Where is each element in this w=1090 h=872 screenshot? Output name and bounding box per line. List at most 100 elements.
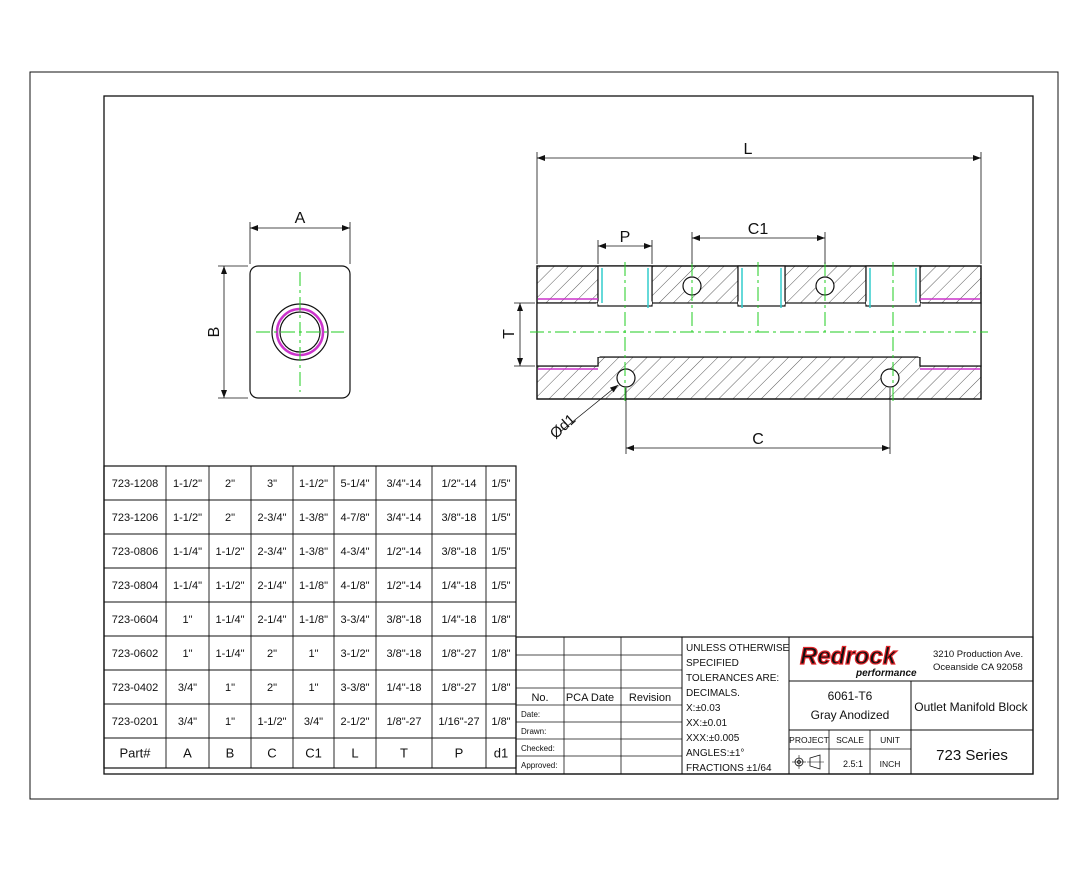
parts-table-cell: 2-1/4" — [258, 580, 287, 592]
dimension-b-label: B — [206, 327, 223, 338]
left-port-bore — [536, 302, 599, 367]
parts-table-cell: 1/8"-27 — [441, 682, 476, 694]
parts-table-cell: 3/4" — [178, 682, 197, 694]
drawing-title: Outlet Manifold Block — [914, 700, 1028, 714]
unit-label: UNIT — [880, 735, 900, 745]
parts-table-cell: 1/5" — [491, 546, 510, 558]
parts-table-cell: 2-3/4" — [258, 546, 287, 558]
parts-table-cell: 723-0402 — [112, 682, 159, 694]
parts-table-cell: 3-1/2" — [341, 648, 370, 660]
parts-table-cell: 1-1/4" — [216, 614, 245, 626]
parts-table-cell: 1-1/2" — [299, 478, 328, 490]
parts-table-header: C1 — [305, 746, 322, 761]
parts-table-cell: 1-1/8" — [299, 614, 328, 626]
signoff-checked: Checked: — [521, 744, 555, 753]
parts-table-cell: 3/8"-18 — [441, 512, 476, 524]
parts-table-cell: 2-3/4" — [258, 512, 287, 524]
revision-block: No. PCA Date Revision Date: Drawn: Check… — [516, 637, 683, 774]
projection-symbol-icon — [792, 754, 824, 770]
parts-table-cell: 1/4"-18 — [386, 682, 421, 694]
parts-table-cell: 3/8"-18 — [386, 614, 421, 626]
dimension-a-label: A — [295, 210, 306, 227]
parts-table-cell: 3/8"-18 — [441, 546, 476, 558]
parts-table-cell: 1/8" — [491, 648, 510, 660]
parts-table-cell: 1/2"-14 — [441, 478, 476, 490]
material-line-2: Gray Anodized — [811, 708, 890, 722]
parts-table-cell: 1/5" — [491, 512, 510, 524]
parts-table-cell: 1-1/2" — [216, 546, 245, 558]
parts-table-cell: 1" — [308, 682, 318, 694]
parts-table-cell: 2" — [225, 478, 235, 490]
parts-table-cell: 3/4" — [178, 716, 197, 728]
tolerance-line-2: SPECIFIED — [686, 658, 739, 669]
signoff-drawn: Drawn: — [521, 727, 546, 736]
parts-table-cell: 723-0806 — [112, 546, 159, 558]
signoff-approved: Approved: — [521, 761, 557, 770]
parts-table-header: L — [351, 746, 358, 761]
parts-table-cell: 1/8"-27 — [386, 716, 421, 728]
parts-table-cell: 1-1/4" — [216, 648, 245, 660]
dimension-l-label: L — [744, 141, 753, 158]
parts-table-header: P — [455, 746, 464, 761]
tolerance-line-8: ANGLES:±1° — [686, 748, 744, 759]
parts-table-cell: 1-3/8" — [299, 546, 328, 558]
parts-table-cell: 1/5" — [491, 478, 510, 490]
section-view: L P C1 T C Ød1 — [501, 141, 988, 454]
parts-table-cell: 1/16"-27 — [438, 716, 479, 728]
project-label: PROJECT — [789, 735, 829, 745]
parts-table-cell: 4-7/8" — [341, 512, 370, 524]
parts-table-cell: 3/8"-18 — [386, 648, 421, 660]
revision-header-no: No. — [531, 692, 548, 704]
tolerance-line-3: TOLERANCES ARE: — [686, 673, 779, 684]
parts-table-cell: 1/8"-27 — [441, 648, 476, 660]
tolerance-line-4: DECIMALS. — [686, 688, 740, 699]
parts-table-header: Part# — [119, 746, 151, 761]
parts-table-cell: 3-3/4" — [341, 614, 370, 626]
title-block: No. PCA Date Revision Date: Drawn: Check… — [515, 636, 1034, 775]
parts-table-cell: 1-1/4" — [173, 546, 202, 558]
parts-table-header: T — [400, 746, 408, 761]
scale-label: SCALE — [836, 735, 864, 745]
parts-table-cell: 1-1/4" — [173, 580, 202, 592]
address-line-1: 3210 Production Ave. — [933, 649, 1023, 660]
parts-table-cell: 2" — [267, 682, 277, 694]
parts-table-cell: 723-0201 — [112, 716, 159, 728]
material-line-1: 6061-T6 — [828, 689, 873, 703]
address-line-2: Oceanside CA 92058 — [933, 662, 1023, 673]
cross-hole-bottom-2 — [880, 368, 900, 388]
outlet-port-2 — [737, 265, 786, 307]
end-view: A B — [206, 210, 351, 399]
parts-table-cell: 4-3/4" — [341, 546, 370, 558]
parts-table-cell: 1/2"-14 — [386, 546, 421, 558]
series-label: 723 Series — [936, 747, 1008, 764]
signoff-date: Date: — [521, 710, 540, 719]
parts-table-cell: 723-0604 — [112, 614, 159, 626]
parts-table-cell: 3-3/8" — [341, 682, 370, 694]
parts-table-header: A — [183, 746, 192, 761]
parts-table-cell: 1-1/2" — [258, 716, 287, 728]
company-logo: Redrock performance — [799, 642, 917, 679]
parts-table-cell: 3/4" — [304, 716, 323, 728]
parts-table-cell: 1-1/2" — [173, 512, 202, 524]
parts-table-cell: 723-0804 — [112, 580, 159, 592]
parts-table-cell: 1" — [225, 716, 235, 728]
end-view-block — [249, 265, 351, 399]
parts-table-cell: 1/8" — [491, 682, 510, 694]
parts-table-cell: 723-1208 — [112, 478, 159, 490]
parts-table-cell: 2-1/2" — [341, 716, 370, 728]
dimension-c1-label: C1 — [748, 221, 769, 238]
parts-table-cell: 1/4"-18 — [441, 614, 476, 626]
parts-table-header: B — [226, 746, 235, 761]
unit-value: INCH — [880, 759, 901, 769]
parts-table-cell: 2" — [225, 512, 235, 524]
main-bore — [597, 302, 921, 358]
parts-table-cell: 2-1/4" — [258, 614, 287, 626]
tolerance-line-9: FRACTIONS ±1/64 — [686, 763, 772, 774]
parts-table-cell: 1" — [225, 682, 235, 694]
dimension-d1-leader — [559, 384, 619, 433]
scale-value: 2.5:1 — [843, 759, 863, 769]
revision-header-revision: Revision — [629, 692, 671, 704]
parts-table-cell: 1/8" — [491, 716, 510, 728]
